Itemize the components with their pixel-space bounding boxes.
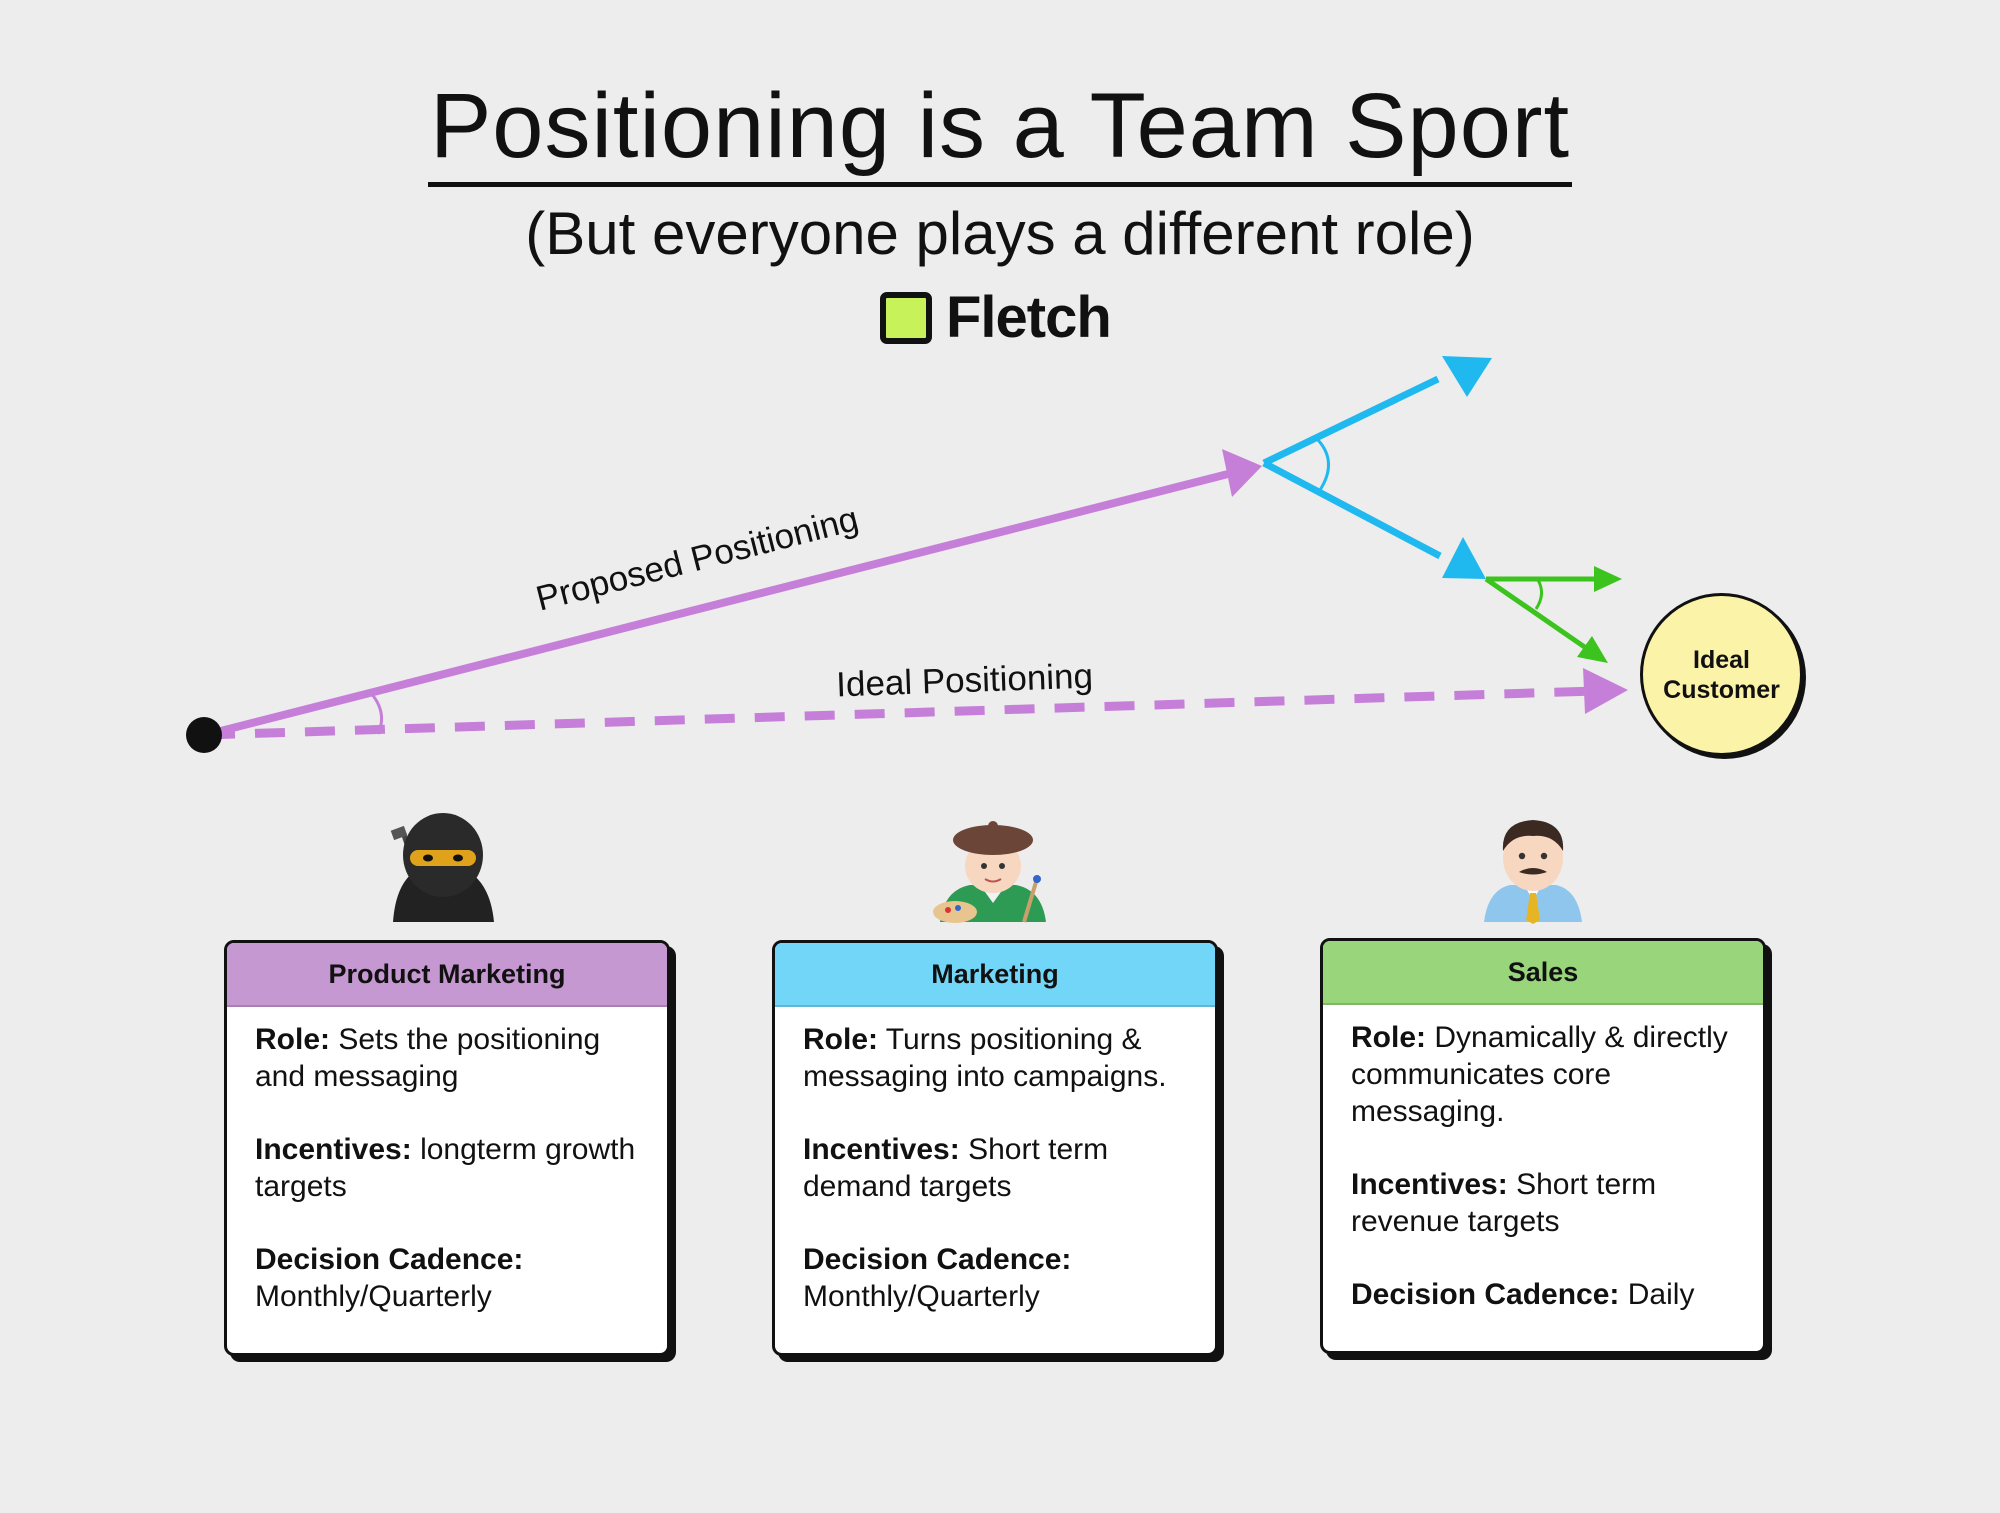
card-sales: Sales Role: Dynamically & directly commu… [1320,938,1766,1354]
blue-branch-down [1262,459,1442,560]
card-header: Marketing [775,943,1215,1007]
blue-branch-down-arrowhead [1442,537,1486,579]
brand-logo: Fletch [880,285,1112,350]
card-marketing: Marketing Role: Turns positioning & mess… [772,940,1218,1356]
card-role: Role: Turns positioning & messaging into… [803,1023,1167,1093]
green-branch-flat-arrowhead [1594,566,1622,592]
office-worker-icon [1484,820,1582,924]
green-angle-arc [1534,579,1543,610]
ideal-customer-label-line2: Customer [1663,675,1780,704]
origin-angle-arc [368,690,384,735]
blue-branch-up [1262,375,1440,467]
blue-angle-arc [1316,438,1330,491]
card-product-marketing: Product Marketing Role: Sets the positio… [224,940,670,1356]
origin-dot [186,717,222,753]
card-cadence: Decision Cadence: Daily [1351,1278,1695,1311]
ideal-customer-label-line1: Ideal [1693,645,1750,674]
card-role: Role: Sets the positioning and messaging [255,1023,601,1093]
ideal-positioning-label: Ideal Positioning [836,657,1094,705]
card-cadence: Decision Cadence: Monthly/Quarterly [803,1243,1072,1313]
green-branch-down-arrowhead [1577,636,1608,663]
proposed-positioning-label: Proposed Positioning [532,499,862,618]
ideal-positioning-arrowhead [1583,668,1628,714]
green-branch-down [1484,576,1588,651]
card-role: Role: Dynamically & directly communicate… [1351,1021,1728,1128]
blue-branch-up-arrowhead [1442,356,1492,397]
brand-name: Fletch [946,285,1112,350]
brand-square-icon [880,292,932,344]
ninja-icon [390,813,494,922]
card-header: Sales [1323,941,1763,1005]
ideal-positioning-line [204,686,1596,740]
card-header: Product Marketing [227,943,667,1007]
card-incentives: Incentives: longterm growth targets [255,1133,636,1203]
card-cadence: Decision Cadence: Monthly/Quarterly [255,1243,524,1313]
ideal-customer-node: Ideal Customer [1640,593,1803,756]
card-incentives: Incentives: Short term demand targets [803,1133,1109,1203]
page-title: Positioning is a Team Sport [427,70,1573,187]
proposed-positioning-line [204,470,1229,739]
artist-icon [933,821,1046,923]
proposed-positioning-arrowhead [1222,449,1262,497]
card-incentives: Incentives: Short term revenue targets [1351,1168,1657,1238]
page-subtitle: (But everyone plays a different role) [525,200,1475,267]
page-title-wrap: Positioning is a Team Sport [0,70,2000,187]
